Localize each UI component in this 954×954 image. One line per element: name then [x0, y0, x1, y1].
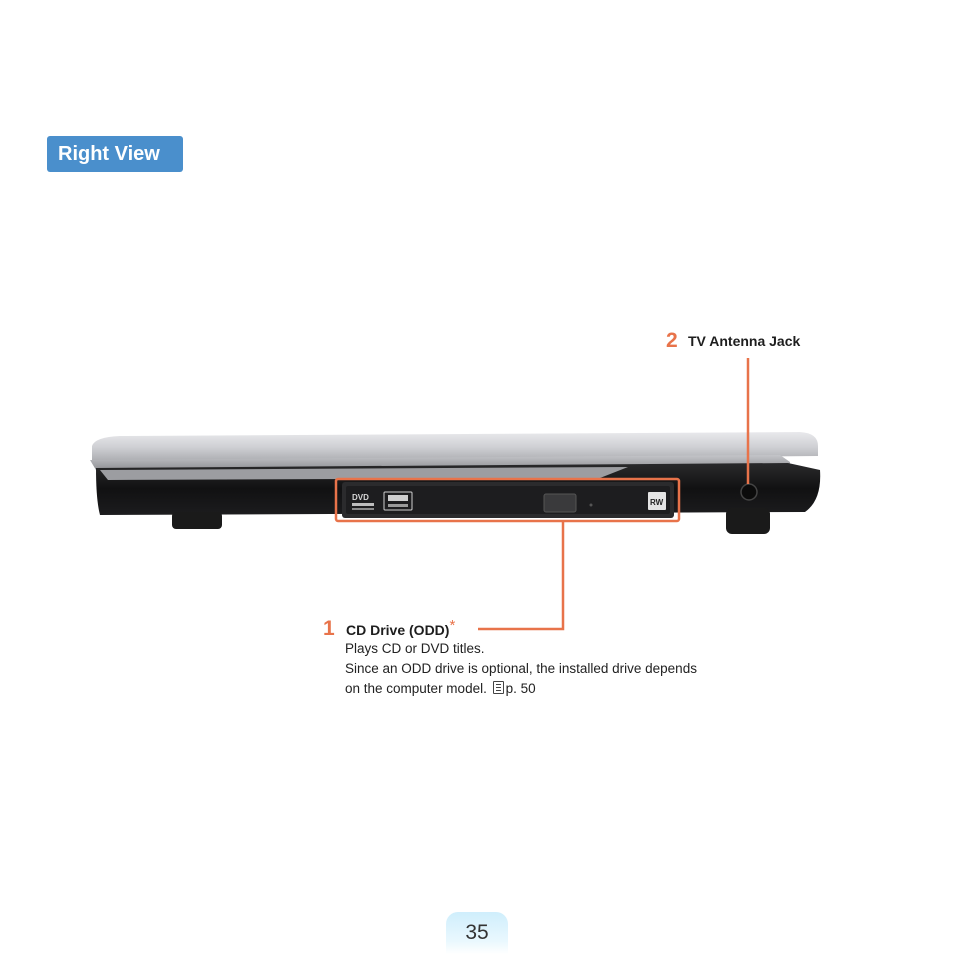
laptop-side-wedge [100, 467, 628, 480]
callout-number-1: 1 [323, 617, 335, 640]
callout-number-2: 2 [666, 329, 678, 352]
optional-asterisk: * [449, 617, 456, 634]
section-title: Right View [47, 136, 183, 172]
odd-description-line-3: on the computer model. p. 50 [345, 681, 536, 696]
eject-button [543, 493, 577, 513]
callout-title-text: CD Drive (ODD) [346, 622, 450, 638]
odd-highlight-frame [334, 477, 681, 523]
leader-line-odd [478, 521, 565, 631]
dvd-logo: DVD [352, 493, 369, 502]
odd-description-text: on the computer model. [345, 681, 487, 696]
compact-disc-logo [383, 491, 413, 511]
page-number: 35 [446, 912, 508, 954]
callout-title-tv-antenna-jack: TV Antenna Jack [688, 333, 801, 349]
laptop-lid [92, 432, 818, 462]
callout-title-cd-drive: CD Drive (ODD)* [346, 617, 455, 639]
laptop-foot-right [726, 508, 770, 534]
odd-description-line-1: Plays CD or DVD titles. [345, 641, 485, 656]
tv-antenna-jack [740, 483, 758, 501]
odd-description-line-2: Since an ODD drive is optional, the inst… [345, 661, 697, 676]
manual-page-icon [492, 681, 504, 694]
drive-led [589, 503, 593, 507]
svg-text:RW: RW [650, 498, 664, 507]
laptop-foot-left [172, 512, 222, 529]
page-reference-link[interactable]: p. 50 [505, 681, 536, 696]
rw-logo [648, 492, 666, 510]
